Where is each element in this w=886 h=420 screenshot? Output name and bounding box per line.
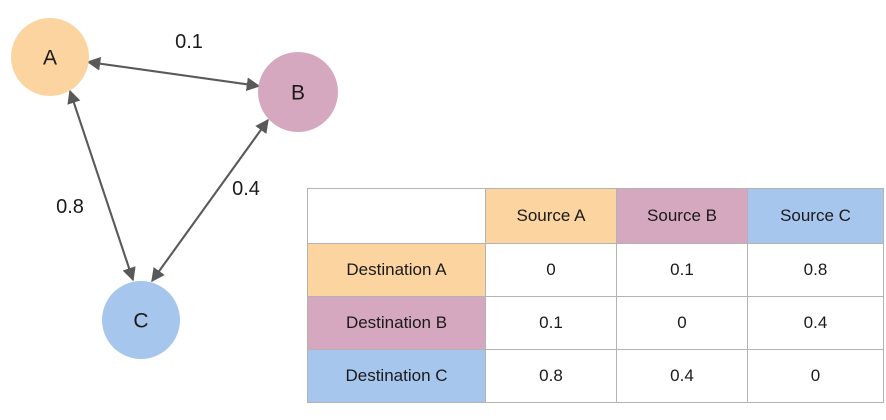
- graph-figure: A B C 0.1 0.8 0.4: [11, 18, 338, 359]
- cell-destB-srcA: 0.1: [485, 296, 617, 350]
- node-b-label: B: [291, 82, 305, 105]
- graph-node-b[interactable]: B: [258, 52, 338, 132]
- graph-node-a[interactable]: A: [11, 18, 89, 96]
- cell-destB-srcC: 0.4: [747, 296, 884, 350]
- table-row: Destination C 0.8 0.4 0: [307, 349, 884, 403]
- edge-b-c: [151, 118, 269, 283]
- cell-destC-srcA: 0.8: [485, 349, 617, 403]
- edge-weight-a-c: 0.8: [56, 196, 84, 218]
- row-header-destination-a: Destination A: [307, 243, 486, 297]
- matrix-corner-cell: [307, 188, 486, 244]
- node-a-label: A: [43, 47, 57, 70]
- cell-destA-srcB: 0.1: [616, 243, 748, 297]
- edge-a-b: [86, 56, 261, 92]
- graph-node-c[interactable]: C: [102, 281, 180, 359]
- table-row: Destination A 0 0.1 0.8: [307, 243, 884, 297]
- column-header-source-b: Source B: [616, 188, 748, 244]
- column-header-source-a: Source A: [485, 188, 617, 244]
- column-header-source-c: Source C: [747, 188, 884, 244]
- cell-destA-srcA: 0: [485, 243, 617, 297]
- row-header-destination-c: Destination C: [307, 349, 486, 403]
- cell-destC-srcC: 0: [747, 349, 884, 403]
- matrix-table: Source A Source B Source C Destination A…: [307, 188, 884, 403]
- cell-destB-srcB: 0: [616, 296, 748, 350]
- cell-destC-srcB: 0.4: [616, 349, 748, 403]
- table-row: Destination B 0.1 0 0.4: [307, 296, 884, 350]
- node-b-circle: [258, 52, 338, 132]
- table-header-row: Source A Source B Source C: [307, 188, 884, 244]
- edge-weight-a-b: 0.1: [175, 31, 203, 53]
- node-a-circle: [11, 18, 89, 96]
- node-c-circle: [102, 281, 180, 359]
- edge-weight-b-c: 0.4: [232, 178, 260, 200]
- row-header-destination-b: Destination B: [307, 296, 486, 350]
- node-c-label: C: [133, 310, 148, 333]
- adjacency-matrix: Source A Source B Source C Destination A…: [307, 188, 884, 403]
- cell-destA-srcC: 0.8: [747, 243, 884, 297]
- edge-a-c: [67, 89, 136, 282]
